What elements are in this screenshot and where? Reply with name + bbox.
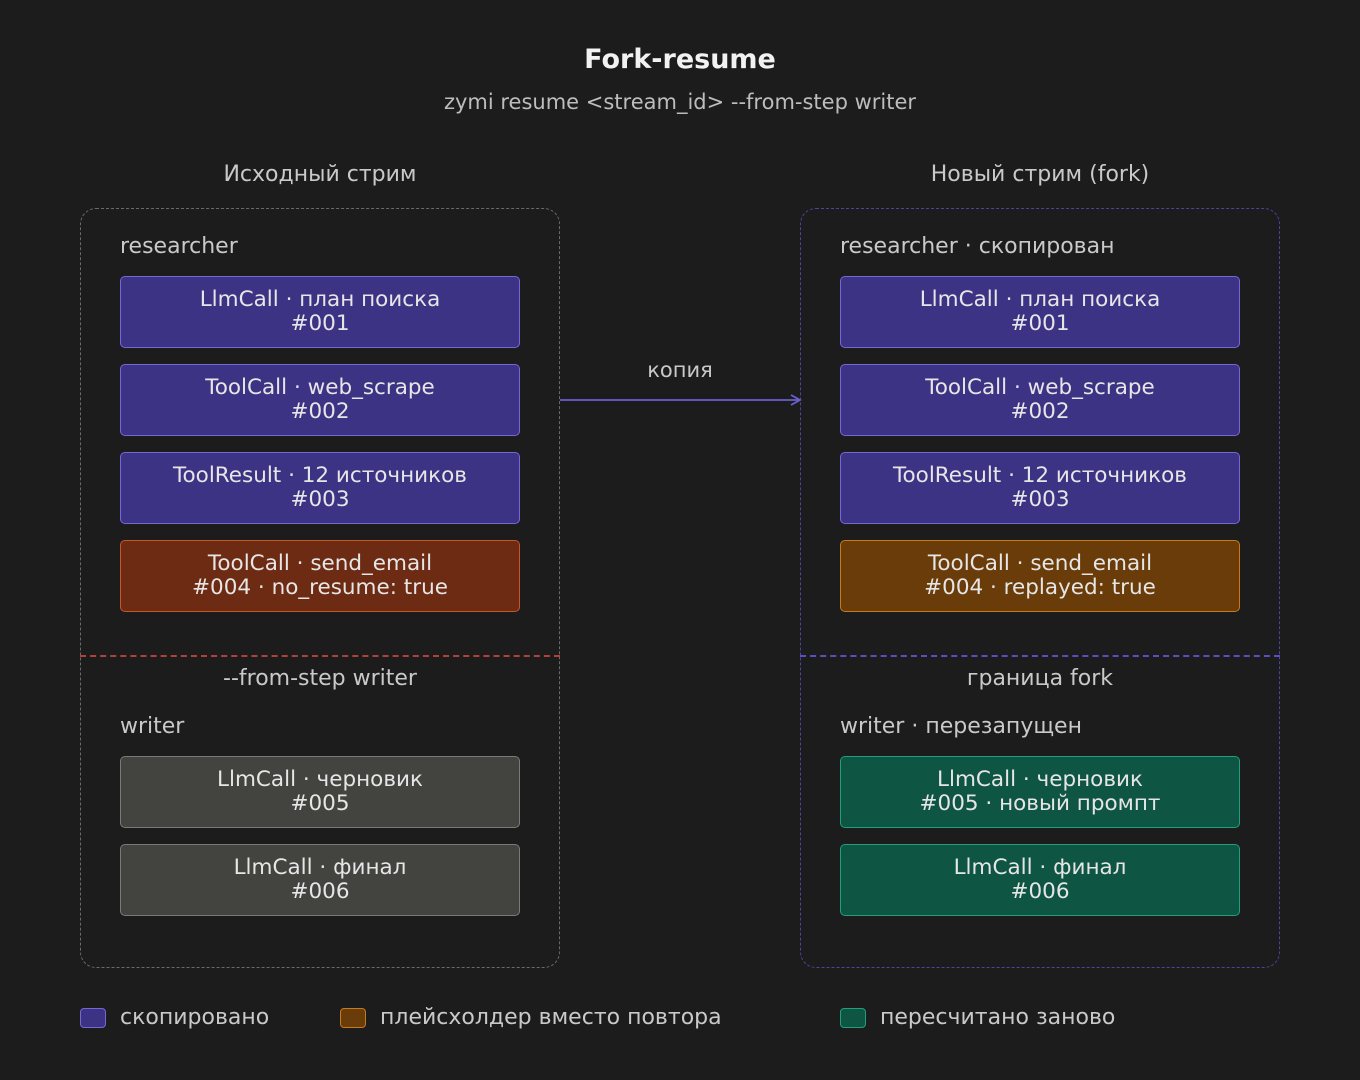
diagram-subtitle: zymi resume <stream_id> --from-step writ… — [443, 90, 917, 114]
step-title: LlmCall · план поиска — [199, 287, 441, 312]
step-id: #005 · новый промпт — [919, 791, 1161, 816]
left-column-heading: Исходный стрим — [223, 162, 417, 187]
step-title: LlmCall · черновик — [217, 767, 423, 792]
step-id: #005 — [290, 791, 350, 816]
legend-label-placeholder: плейсхолдер вместо повтора — [380, 1005, 722, 1030]
step-title: ToolResult · 12 источников — [893, 463, 1187, 488]
step-title: ToolCall · send_email — [207, 551, 433, 576]
left-step-004: ToolCall · send_email #004 · no_resume: … — [120, 540, 520, 612]
left-step-005: LlmCall · черновик #005 — [120, 756, 520, 828]
step-id: #002 — [1010, 399, 1070, 424]
from-step-divider — [80, 655, 560, 657]
step-id: #004 · no_resume: true — [192, 575, 448, 600]
fork-boundary-divider — [800, 655, 1280, 657]
copy-arrow-icon — [560, 394, 802, 406]
left-step-002: ToolCall · web_scrape #002 — [120, 364, 520, 436]
right-step-005: LlmCall · черновик #005 · новый промпт — [840, 756, 1240, 828]
step-id: #006 — [290, 879, 350, 904]
right-step-003: ToolResult · 12 источников #003 — [840, 452, 1240, 524]
left-step-003: ToolResult · 12 источников #003 — [120, 452, 520, 524]
right-column-heading: Новый стрим (fork) — [930, 162, 1150, 187]
step-title: ToolResult · 12 источников — [173, 463, 467, 488]
step-id: #001 — [1010, 311, 1070, 336]
original-stream-frame — [80, 208, 560, 968]
left-writer-label: writer — [120, 714, 185, 739]
right-step-001: LlmCall · план поиска #001 — [840, 276, 1240, 348]
step-id: #004 · replayed: true — [924, 575, 1156, 600]
step-id: #003 — [1010, 487, 1070, 512]
copy-arrow-label: копия — [647, 358, 713, 382]
step-title: LlmCall · финал — [953, 855, 1127, 880]
right-step-006: LlmCall · финал #006 — [840, 844, 1240, 916]
step-title: ToolCall · web_scrape — [925, 375, 1155, 400]
left-step-001: LlmCall · план поиска #001 — [120, 276, 520, 348]
step-title: ToolCall · send_email — [927, 551, 1153, 576]
step-id: #001 — [290, 311, 350, 336]
step-title: ToolCall · web_scrape — [205, 375, 435, 400]
from-step-label: --from-step writer — [223, 666, 417, 691]
right-researcher-label: researcher · скопирован — [840, 234, 1115, 259]
step-title: LlmCall · финал — [233, 855, 407, 880]
step-id: #002 — [290, 399, 350, 424]
right-writer-label: writer · перезапущен — [840, 714, 1082, 739]
fork-boundary-label: граница fork — [966, 666, 1114, 691]
diagram-title: Fork-resume — [584, 44, 776, 75]
legend-swatch-placeholder — [340, 1008, 366, 1028]
left-step-006: LlmCall · финал #006 — [120, 844, 520, 916]
legend-swatch-recomputed — [840, 1008, 866, 1028]
left-researcher-label: researcher — [120, 234, 238, 259]
right-step-004: ToolCall · send_email #004 · replayed: t… — [840, 540, 1240, 612]
legend-swatch-copied — [80, 1008, 106, 1028]
step-title: LlmCall · черновик — [937, 767, 1143, 792]
step-id: #006 — [1010, 879, 1070, 904]
legend-label-copied: скопировано — [120, 1005, 270, 1030]
legend-label-recomputed: пересчитано заново — [880, 1005, 1116, 1030]
right-step-002: ToolCall · web_scrape #002 — [840, 364, 1240, 436]
step-id: #003 — [290, 487, 350, 512]
step-title: LlmCall · план поиска — [919, 287, 1161, 312]
fork-stream-frame — [800, 208, 1280, 968]
